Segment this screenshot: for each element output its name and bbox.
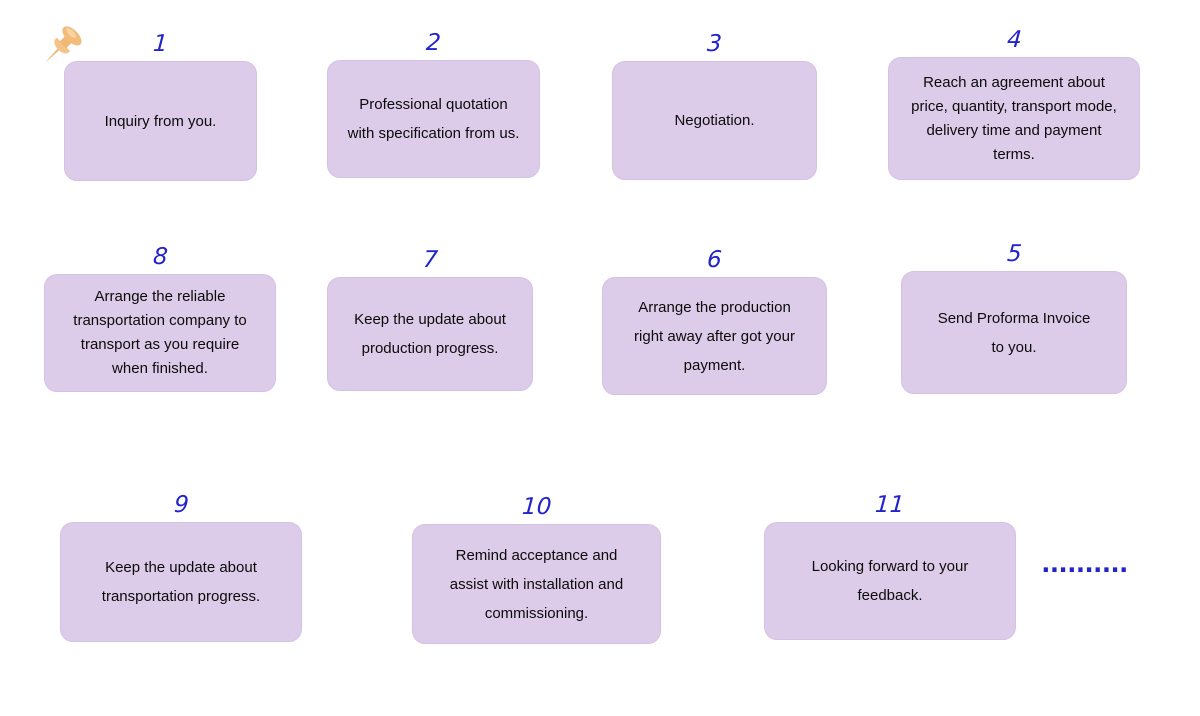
step-text: Looking forward to your feedback. — [811, 558, 969, 604]
step-number: 6 — [706, 247, 723, 273]
step-card: Inquiry from you. — [64, 61, 257, 181]
step-text: Inquiry from you. — [104, 112, 217, 130]
continuation-dots: .......... — [1038, 549, 1132, 579]
step-text: Negotiation. — [674, 112, 755, 129]
process-step-4: 4 Reach an agreement about price, quanti… — [888, 26, 1140, 180]
step-number: 5 — [1005, 241, 1023, 267]
step-card: Keep the update about transportation pro… — [60, 522, 302, 642]
step-text: Arrange the production right away after … — [634, 298, 795, 374]
process-step-1: 1 Inquiry from you. — [64, 30, 257, 181]
step-number: 4 — [1005, 27, 1023, 53]
process-step-10: 10 Remind acceptance and assist with ins… — [412, 493, 661, 644]
process-step-11: 11 Looking forward to your feedback. — [764, 491, 1016, 640]
step-number: 3 — [706, 31, 723, 57]
step-number: 8 — [151, 244, 169, 270]
step-text: Professional quotation with specificatio… — [347, 96, 520, 142]
step-card: Arrange the reliable transportation comp… — [44, 274, 276, 392]
step-text: Send Proforma Invoice to you. — [937, 309, 1091, 356]
process-step-2: 2 Professional quotation with specificat… — [327, 29, 540, 178]
pushpin-icon — [46, 26, 82, 62]
step-text: Keep the update about production progres… — [354, 311, 506, 357]
step-card: Send Proforma Invoice to you. — [901, 271, 1127, 394]
step-text: Remind acceptance and assist with instal… — [449, 546, 624, 622]
step-card: Reach an agreement about price, quantity… — [888, 57, 1140, 180]
step-number: 7 — [421, 247, 439, 273]
process-step-7: 7 Keep the update about production progr… — [327, 246, 533, 391]
step-number: 10 — [521, 494, 553, 520]
step-number: 1 — [152, 31, 169, 57]
process-step-5: 5 Send Proforma Invoice to you. — [901, 240, 1127, 394]
step-text: Reach an agreement about price, quantity… — [911, 73, 1117, 163]
step-card: Negotiation. — [612, 61, 817, 180]
step-card: Professional quotation with specificatio… — [327, 60, 540, 178]
step-card: Looking forward to your feedback. — [764, 522, 1016, 640]
step-card: Remind acceptance and assist with instal… — [412, 524, 661, 644]
step-text: Arrange the reliable transportation comp… — [73, 288, 247, 377]
process-step-8: 8 Arrange the reliable transportation co… — [44, 243, 276, 392]
step-text: Keep the update about transportation pro… — [101, 559, 261, 605]
process-step-6: 6 Arrange the production right away afte… — [602, 246, 827, 395]
process-step-9: 9 Keep the update about transportation p… — [60, 491, 302, 642]
step-number: 11 — [874, 492, 906, 518]
process-step-3: 3 Negotiation. — [612, 30, 817, 180]
step-card: Arrange the production right away after … — [602, 277, 827, 395]
step-number: 2 — [425, 30, 442, 56]
step-number: 9 — [172, 492, 190, 518]
step-card: Keep the update about production progres… — [327, 277, 533, 391]
